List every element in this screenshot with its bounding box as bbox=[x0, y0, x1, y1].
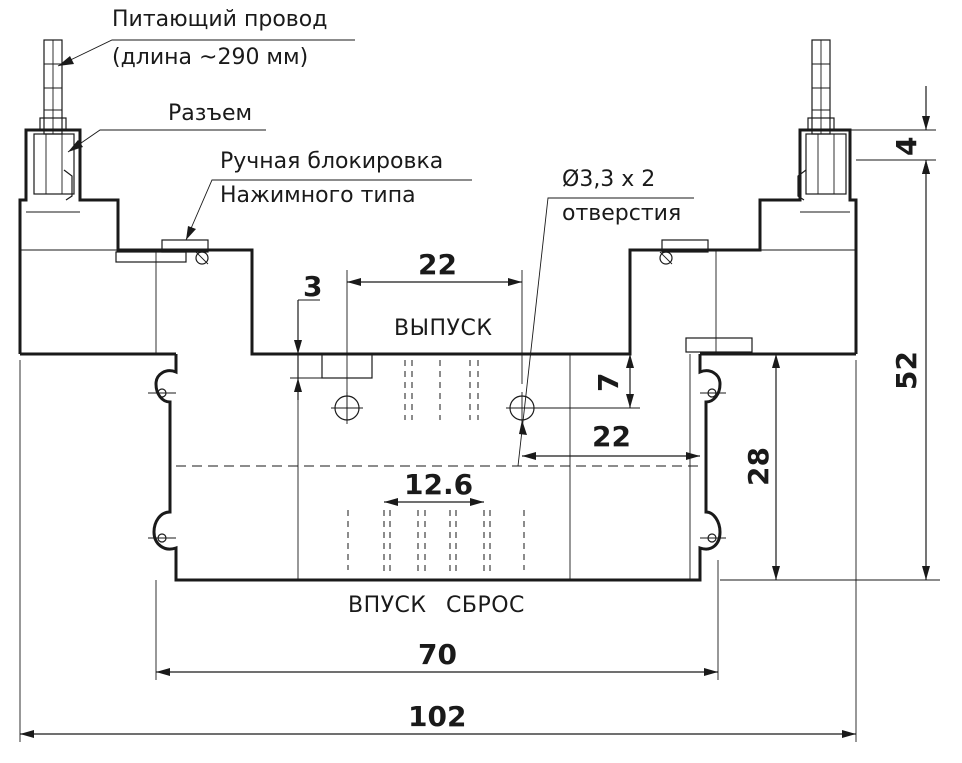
label-holes-2: отверстия bbox=[562, 201, 681, 226]
arrow bbox=[58, 56, 74, 66]
label-port-inlet: ВПУСК bbox=[348, 593, 427, 618]
manual-override-left bbox=[115, 239, 209, 265]
arrow bbox=[470, 498, 484, 506]
dim-22-top: 22 bbox=[418, 248, 457, 281]
arrow bbox=[519, 420, 527, 435]
arrow bbox=[922, 160, 930, 174]
arrow bbox=[347, 278, 361, 286]
label-holes-1: Ø3,3 x 2 bbox=[562, 167, 655, 192]
label-port-reset: СБРОС bbox=[446, 593, 525, 618]
dim-3: 3 bbox=[303, 270, 322, 303]
label-connector: Разъем bbox=[168, 101, 252, 126]
dim-7: 7 bbox=[592, 373, 625, 392]
leader-power-wire bbox=[57, 39, 355, 67]
power-wire-left bbox=[39, 39, 67, 135]
valve-body-outline bbox=[152, 354, 722, 582]
arrow bbox=[20, 730, 34, 738]
arrow bbox=[186, 226, 196, 240]
arrow bbox=[68, 140, 83, 152]
arrow bbox=[384, 498, 398, 506]
leader-manual-override bbox=[185, 179, 472, 241]
leader-holes bbox=[517, 197, 694, 467]
dim-12-6: 12.6 bbox=[404, 468, 473, 501]
dim-22-right: 22 bbox=[592, 420, 631, 453]
dim-28: 28 bbox=[742, 447, 775, 486]
arrow bbox=[772, 354, 780, 368]
mounting-hole-right bbox=[506, 392, 538, 424]
connector-right bbox=[805, 133, 847, 195]
label-manual-override-2: Нажимного типа bbox=[220, 183, 416, 208]
dim-102: 102 bbox=[408, 700, 466, 733]
dim-52: 52 bbox=[890, 351, 923, 390]
arrow bbox=[156, 668, 170, 676]
connector-latch bbox=[797, 169, 807, 201]
coil-body-outline bbox=[18, 128, 858, 356]
label-manual-override-1: Ручная блокировка bbox=[220, 149, 443, 174]
mounting-screw-symbols bbox=[148, 388, 726, 543]
dim-70: 70 bbox=[418, 638, 457, 671]
arrow bbox=[626, 394, 634, 408]
arrow bbox=[922, 566, 930, 580]
arrow bbox=[508, 278, 522, 286]
arrow bbox=[294, 340, 302, 354]
arrow bbox=[842, 730, 856, 738]
arrow bbox=[704, 668, 718, 676]
arrow bbox=[522, 452, 536, 460]
arrow bbox=[772, 566, 780, 580]
label-port-exhaust: ВЫПУСК bbox=[394, 316, 492, 341]
connector-left bbox=[33, 133, 75, 195]
label-power-wire-2: (длина ~290 мм) bbox=[112, 45, 308, 70]
power-wire-right bbox=[807, 39, 835, 135]
arrow bbox=[626, 354, 634, 368]
arrow bbox=[922, 116, 930, 130]
arrow bbox=[294, 378, 302, 392]
hidden-port-lines bbox=[347, 360, 525, 575]
label-power-wire-1: Питающий провод bbox=[112, 7, 327, 32]
arrow bbox=[686, 452, 700, 460]
connector-latch bbox=[63, 169, 73, 201]
dim-4: 4 bbox=[890, 137, 923, 156]
manual-override-right bbox=[659, 239, 753, 353]
